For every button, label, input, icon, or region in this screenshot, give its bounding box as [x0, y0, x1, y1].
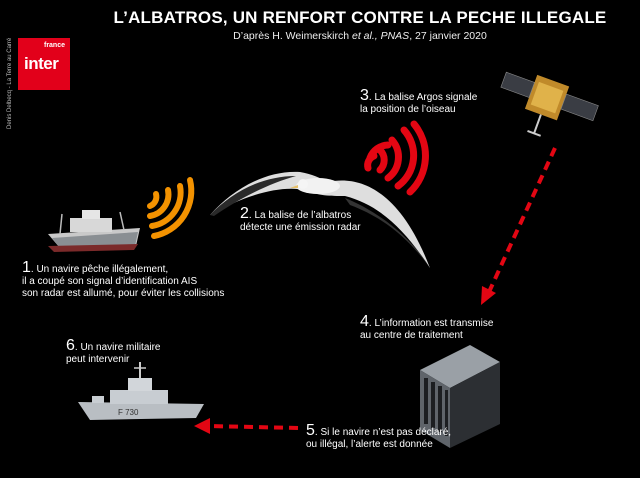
step-4-number: 4	[360, 313, 369, 330]
page-title: L’ALBATROS, UN RENFORT CONTRE LA PECHE I…	[113, 8, 607, 27]
step-1-label: 1. Un navire pêche illégalement, il a co…	[22, 259, 225, 300]
step-3-number: 3	[360, 87, 369, 104]
step-4-line2: au centre de traitement	[360, 330, 463, 341]
subtitle-journal: et al., PNAS	[351, 30, 410, 42]
step-1-number: 1	[22, 259, 31, 276]
navy-frigate-illustration: F 730	[78, 362, 204, 420]
page-subtitle: D’après H. Weimerskirch et al., PNAS, 27…	[100, 30, 620, 42]
step-4-label: 4. L’information est transmise au centre…	[360, 313, 494, 342]
step-1-line1: . Un navire pêche illégalement,	[30, 264, 169, 275]
step-3-line2: la position de l’oiseau	[360, 104, 456, 115]
step-2-number: 2	[240, 205, 249, 222]
radar-waves-icon	[147, 177, 195, 239]
step-3-label: 3. La balise Argos signale la position d…	[360, 87, 478, 116]
logo-main-text: inter	[24, 54, 59, 73]
step-3-line1: . La balise Argos signale	[368, 92, 478, 103]
logo-top-text: france	[43, 42, 65, 49]
subtitle-date: , 27 janvier 2020	[409, 30, 487, 42]
step-5-line1: . Si le navire n’est pas déclaré,	[314, 427, 452, 438]
step-6-label: 6. Un navire militaire peut intervenir	[66, 337, 161, 366]
step-6-line1: . Un navire militaire	[74, 342, 161, 353]
satellite-illustration	[500, 71, 599, 137]
hull-number: F 730	[118, 408, 139, 417]
step-1-line2: il a coupé son signal d’identification A…	[22, 276, 198, 287]
step-2-line1: . La balise de l’albatros	[248, 210, 352, 221]
step-4-line1: . L’information est transmise	[368, 318, 494, 329]
arrow-center-to-navy	[194, 418, 299, 434]
step-6-line2: peut intervenir	[66, 354, 130, 365]
step-5-line2: ou illégal, l’alerte est donnée	[306, 439, 433, 450]
argos-signal-icon	[364, 120, 429, 196]
france-inter-logo: france inter	[18, 38, 70, 90]
step-5-label: 5. Si le navire n’est pas déclaré, ou il…	[306, 422, 452, 451]
subtitle-source: D’après H. Weimerskirch	[233, 30, 352, 42]
server-rack-illustration	[420, 345, 500, 448]
arrow-satellite-to-center	[481, 147, 557, 305]
step-1-line3: son radar est allumé, pour éviter les co…	[22, 288, 225, 299]
step-6-number: 6	[66, 337, 75, 354]
step-2-label: 2. La balise de l’albatros détecte une é…	[240, 205, 361, 234]
fishing-vessel-illustration	[48, 210, 140, 252]
step-5-number: 5	[306, 422, 315, 439]
step-2-line2: détecte une émission radar	[240, 222, 361, 233]
albatross-illustration	[210, 171, 430, 268]
